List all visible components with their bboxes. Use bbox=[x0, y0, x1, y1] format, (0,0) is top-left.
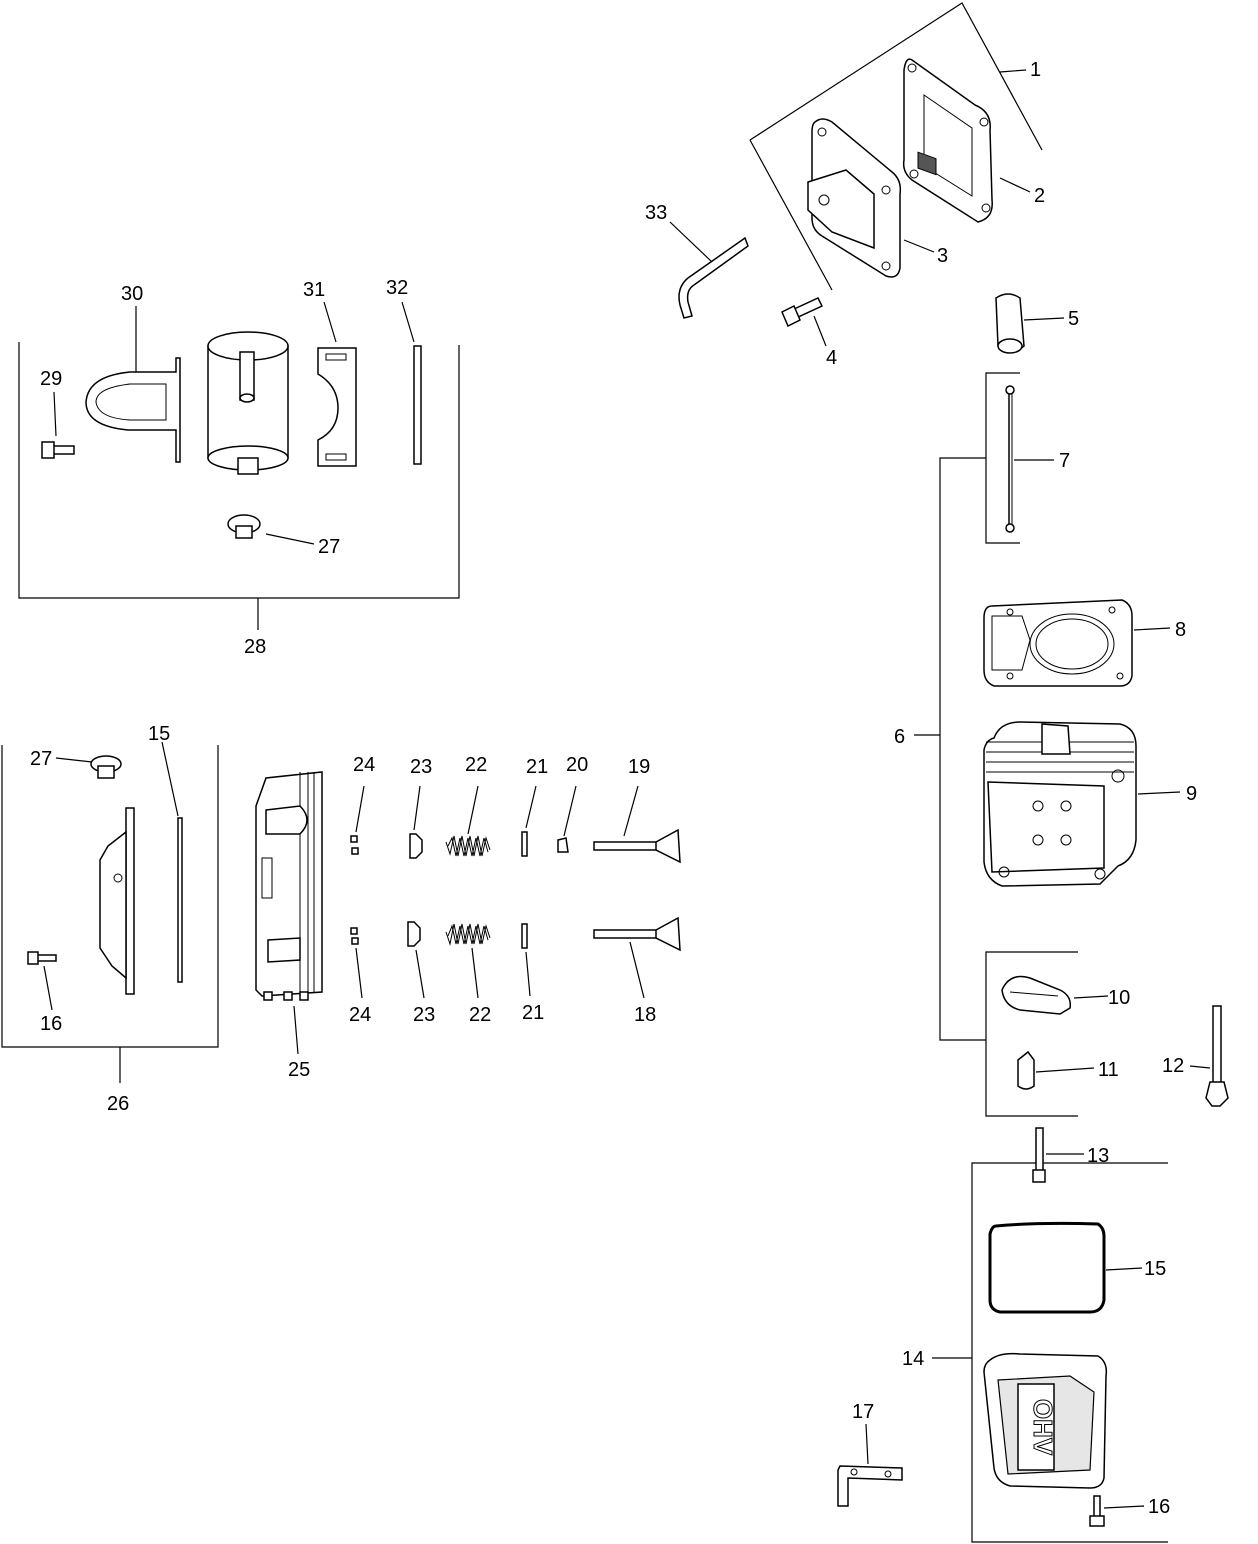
callout-3: 3 bbox=[937, 245, 948, 267]
part-11-pivot bbox=[1017, 1050, 1035, 1090]
part-21-seal-upper bbox=[521, 831, 528, 857]
part-10-rocker-arm bbox=[1001, 975, 1072, 1015]
callout-22-upper: 22 bbox=[465, 754, 487, 776]
callout-15-right: 15 bbox=[1144, 1258, 1166, 1280]
callout-27-upper: 27 bbox=[318, 536, 340, 558]
callout-4: 4 bbox=[826, 347, 837, 369]
callout-17: 17 bbox=[852, 1401, 874, 1423]
callout-5: 5 bbox=[1068, 308, 1079, 330]
callout-9: 9 bbox=[1186, 783, 1197, 805]
callout-33: 33 bbox=[645, 202, 667, 224]
part-24-keepers-upper bbox=[350, 835, 359, 855]
part-27-grommet-lower bbox=[90, 755, 122, 779]
bracket-lines bbox=[1, 2, 1168, 1543]
callout-6: 6 bbox=[894, 726, 905, 748]
callout-19: 19 bbox=[628, 756, 650, 778]
part-30-clamp bbox=[85, 357, 181, 463]
part-8-head-gasket bbox=[983, 599, 1133, 687]
leader-lines bbox=[43, 69, 1211, 1509]
part-32-gasket bbox=[413, 345, 422, 465]
callout-13: 13 bbox=[1087, 1145, 1109, 1167]
part-25-cylinder-head-side bbox=[255, 771, 323, 1001]
part-12-head-bolt bbox=[1205, 1005, 1229, 1107]
part-2-gasket bbox=[902, 58, 993, 223]
callout-25: 25 bbox=[288, 1059, 310, 1081]
part-7-push-rod bbox=[1005, 385, 1015, 533]
callout-16-left: 16 bbox=[40, 1013, 62, 1035]
part-15-gasket-left bbox=[177, 817, 183, 983]
part-5-spacer bbox=[995, 293, 1025, 354]
callout-27-lower: 27 bbox=[30, 748, 52, 770]
callout-26: 26 bbox=[107, 1093, 129, 1115]
callout-16-right: 16 bbox=[1148, 1496, 1170, 1518]
callout-23-lower: 23 bbox=[413, 1004, 435, 1026]
part-22-spring-upper bbox=[445, 835, 491, 857]
callout-15-left: 15 bbox=[148, 723, 170, 745]
cover-plate bbox=[99, 807, 135, 995]
callout-18: 18 bbox=[634, 1004, 656, 1026]
callout-20: 20 bbox=[566, 754, 588, 776]
callout-11: 11 bbox=[1098, 1059, 1119, 1081]
part-9-cylinder-head bbox=[983, 721, 1137, 887]
part-16-screw-left bbox=[27, 951, 57, 965]
part-23-retainer-lower bbox=[407, 921, 421, 947]
part-18-intake-valve bbox=[593, 916, 681, 952]
part-15-valve-cover-gasket-right bbox=[988, 1221, 1106, 1314]
part-17-bracket bbox=[837, 1465, 903, 1507]
callout-8: 8 bbox=[1175, 619, 1186, 641]
callout-14: 14 bbox=[902, 1348, 924, 1370]
callout-28: 28 bbox=[244, 636, 266, 658]
part-23-retainer-upper bbox=[409, 833, 423, 859]
callout-31: 31 bbox=[303, 279, 325, 301]
callout-21-upper: 21 bbox=[526, 756, 548, 778]
callout-32: 32 bbox=[386, 277, 408, 299]
part-13-stud bbox=[1032, 1127, 1046, 1183]
callout-1: 1 bbox=[1030, 59, 1041, 81]
part-20-cap bbox=[557, 837, 569, 853]
callout-7: 7 bbox=[1059, 450, 1070, 472]
callout-10: 10 bbox=[1108, 987, 1130, 1009]
breather-canister bbox=[207, 331, 289, 475]
part-19-exhaust-valve bbox=[593, 828, 681, 864]
callout-21-lower: 21 bbox=[522, 1002, 544, 1024]
callout-24-lower: 24 bbox=[349, 1004, 371, 1026]
part-33-breather-tube bbox=[678, 236, 749, 319]
callout-22-lower: 22 bbox=[469, 1004, 491, 1026]
callout-24-upper: 24 bbox=[353, 754, 375, 776]
callout-labels: 1 2 3 4 5 6 7 8 9 10 11 12 13 14 15 16 1… bbox=[30, 59, 1197, 1518]
part-16-screw-right bbox=[1089, 1495, 1105, 1527]
part-24-keepers-lower bbox=[350, 927, 359, 945]
part-29-screw bbox=[41, 441, 75, 459]
callout-2: 2 bbox=[1034, 185, 1045, 207]
part-3-breather-cover bbox=[807, 118, 902, 278]
callout-30: 30 bbox=[121, 283, 143, 305]
callout-12: 12 bbox=[1162, 1055, 1184, 1077]
part-14-valve-cover: OHV bbox=[983, 1352, 1108, 1489]
callout-23-upper: 23 bbox=[410, 756, 432, 778]
part-31-bracket bbox=[317, 347, 357, 467]
part-4-screw bbox=[781, 297, 824, 328]
part-22-spring-lower bbox=[445, 923, 491, 946]
callout-29: 29 bbox=[40, 368, 62, 390]
part-27-grommet-upper bbox=[227, 514, 261, 539]
part-21-seal-lower bbox=[521, 923, 528, 949]
valve-cover-embossing: OHV bbox=[1028, 1399, 1058, 1456]
